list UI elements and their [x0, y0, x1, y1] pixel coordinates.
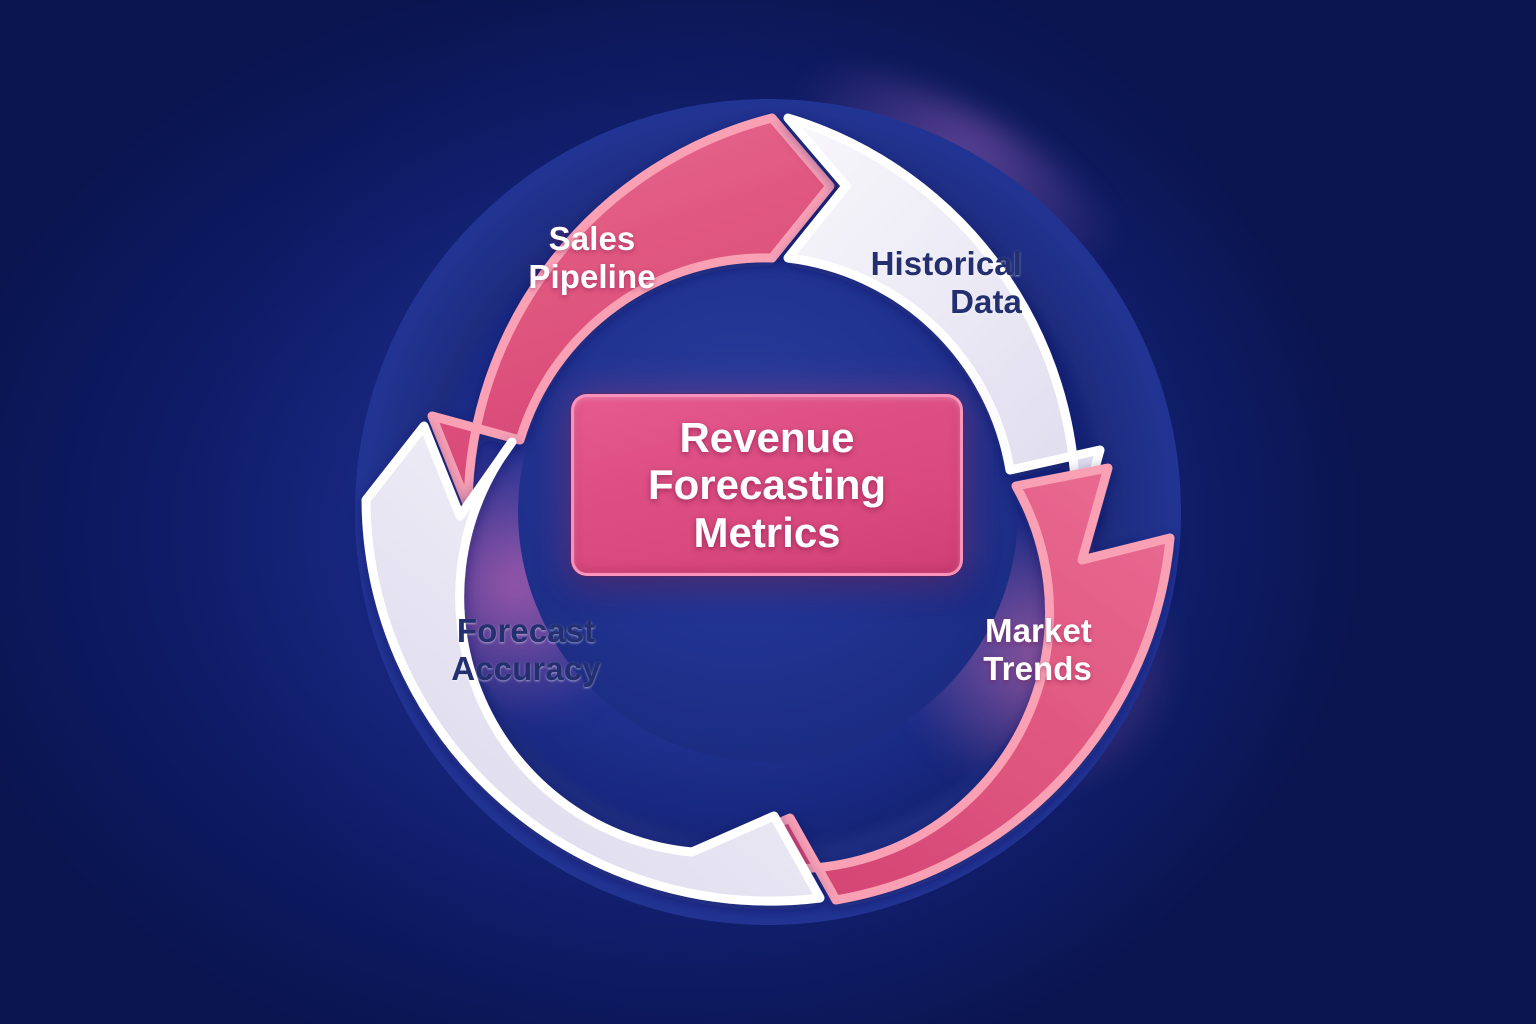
center-title-card[interactable]: Revenue Forecasting Metrics: [571, 394, 963, 576]
segment-forecast-accuracy[interactable]: [361, 421, 825, 906]
center-title-text: Revenue Forecasting Metrics: [647, 414, 887, 556]
segment-forecast-accuracy-shape: [361, 421, 825, 906]
